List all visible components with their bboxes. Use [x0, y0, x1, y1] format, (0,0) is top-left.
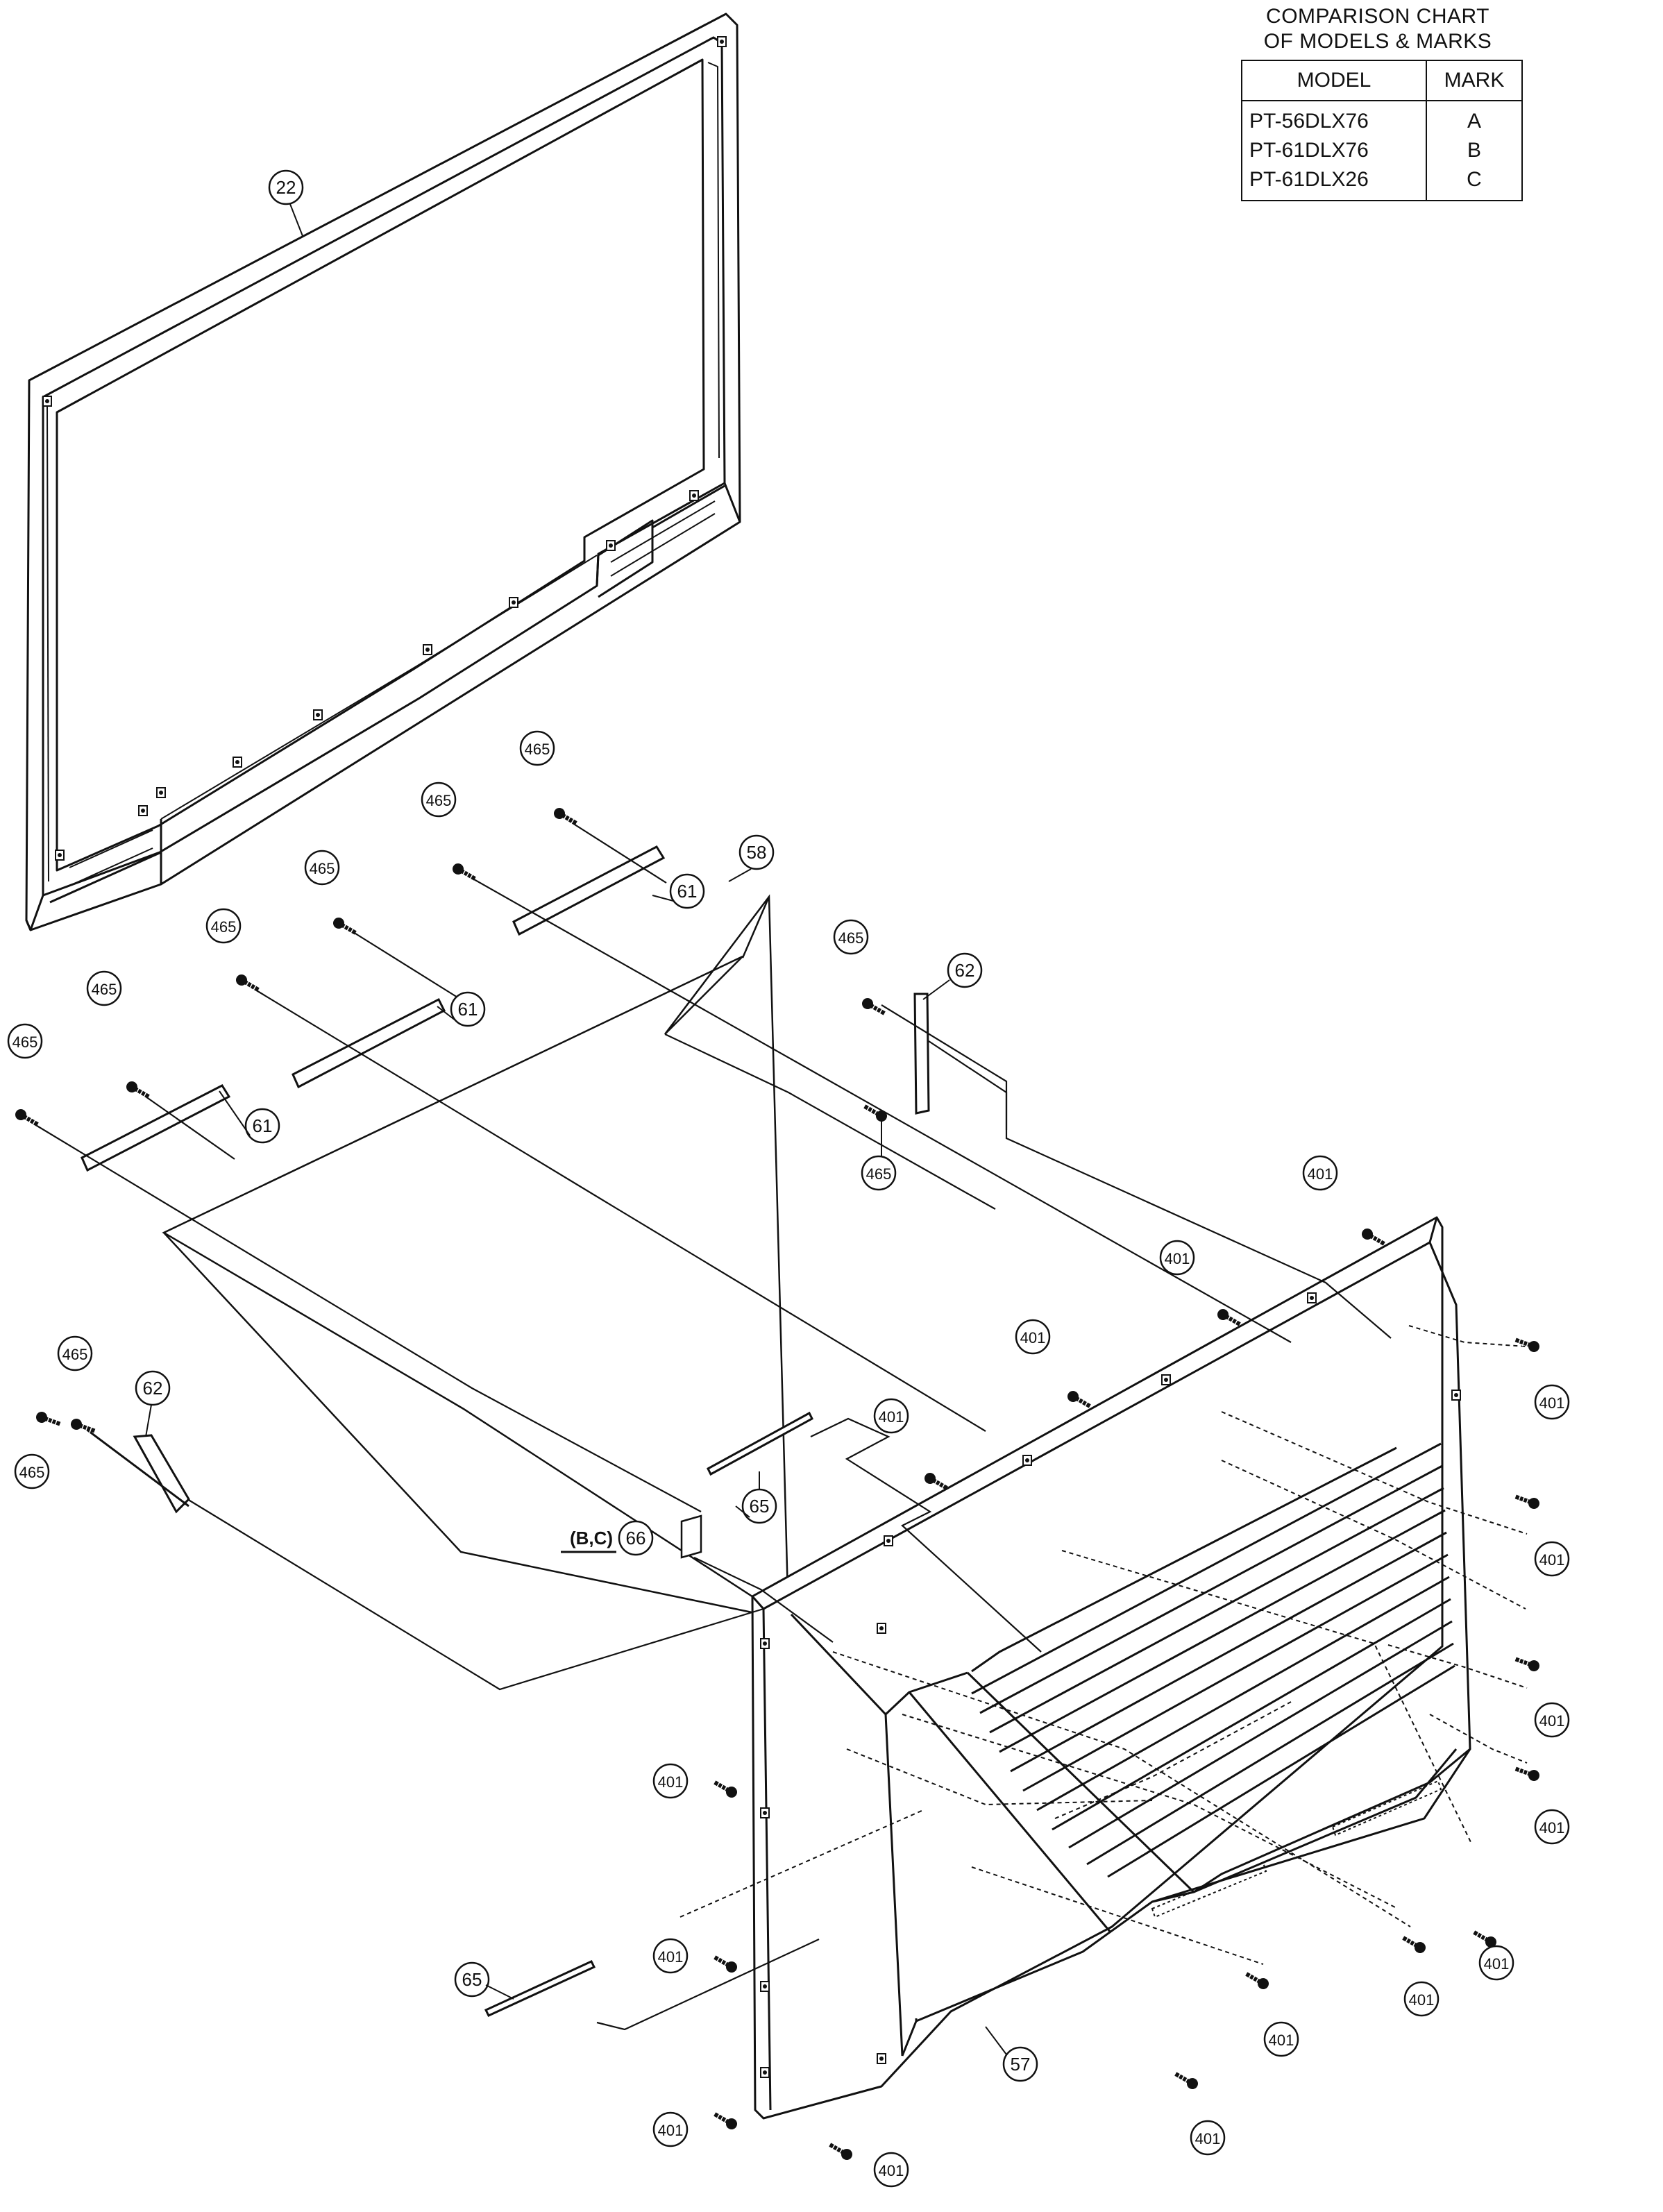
- part-label-65: 65: [750, 1496, 770, 1517]
- comparison-table-body: PT-56DLX76 PT-61DLX76 PT-61DLX26 A B C: [1241, 100, 1523, 201]
- part-label-465: 465: [866, 1165, 892, 1183]
- part-label-401: 401: [1539, 1819, 1565, 1837]
- callout-leaders: [145, 203, 1007, 2055]
- part-label-401: 401: [1539, 1551, 1565, 1569]
- part-label-401: 401: [1308, 1165, 1333, 1183]
- mark-cell: A: [1467, 110, 1481, 133]
- part-label-401: 401: [1195, 2130, 1221, 2147]
- part-label-401: 401: [658, 2122, 684, 2139]
- mark-header: MARK: [1426, 60, 1523, 101]
- model-note: (B,C): [561, 1528, 616, 1553]
- label-66: [680, 1514, 702, 1559]
- part-label-22: 22: [276, 177, 296, 198]
- dashed-fastener-lines: [679, 1325, 1528, 1965]
- cabinet-vents: [1151, 1780, 1442, 1918]
- comparison-table-header: MODEL MARK: [1241, 60, 1523, 101]
- part-label-61: 61: [677, 881, 698, 902]
- part-label-465: 465: [525, 741, 550, 758]
- mark-column: A B C: [1426, 100, 1523, 201]
- comparison-chart-title-line2: OF MODELS & MARKS: [1263, 30, 1492, 53]
- part-label-62: 62: [143, 1378, 163, 1399]
- cabinet-grille: [971, 1442, 1455, 1878]
- comparison-chart-title-line1: COMPARISON CHART: [1266, 5, 1489, 28]
- part-label-401: 401: [1484, 1955, 1510, 1973]
- part-label-465: 465: [310, 860, 335, 877]
- part-label-401: 401: [658, 1948, 684, 1966]
- screen-frame-22: [25, 12, 741, 931]
- part-label-66: 66: [626, 1528, 646, 1548]
- part-label-465: 465: [12, 1033, 38, 1051]
- callouts: [7, 169, 1570, 2188]
- model-header: MODEL: [1241, 60, 1427, 101]
- part-label-465: 465: [19, 1464, 45, 1481]
- part-label-401: 401: [1269, 2032, 1294, 2049]
- part-label-401: 401: [1165, 1250, 1190, 1267]
- part-label-401: 401: [658, 1773, 684, 1791]
- model-cell: PT-56DLX76: [1249, 110, 1369, 133]
- part-label-465: 465: [62, 1346, 88, 1363]
- cabinet-front-57: [751, 1216, 1471, 2120]
- strip-65: [484, 1411, 813, 2017]
- model-note-bc: (B,C): [570, 1528, 613, 1548]
- bracket-61: [81, 845, 666, 1172]
- model-cell: PT-61DLX26: [1249, 168, 1369, 191]
- part-label-465: 465: [426, 792, 452, 809]
- assembly-lines: [20, 814, 1392, 2031]
- part-label-401: 401: [1409, 1991, 1435, 2009]
- mark-cell: B: [1467, 139, 1481, 162]
- part-label-65: 65: [462, 1969, 482, 1990]
- part-label-465: 465: [92, 981, 117, 998]
- part-label-465: 465: [838, 929, 864, 947]
- part-label-58: 58: [747, 842, 767, 863]
- model-column: PT-56DLX76 PT-61DLX76 PT-61DLX26: [1241, 100, 1427, 201]
- comparison-table: MODEL MARK PT-56DLX76 PT-61DLX76 PT-61DL…: [1241, 60, 1523, 201]
- model-cell: PT-61DLX76: [1249, 139, 1369, 162]
- mark-cell: C: [1467, 168, 1482, 191]
- part-label-401: 401: [1539, 1712, 1565, 1730]
- part-label-57: 57: [1011, 2054, 1031, 2075]
- part-label-62: 62: [955, 960, 975, 981]
- part-label-401: 401: [879, 1408, 904, 1426]
- part-label-61: 61: [458, 999, 478, 1020]
- part-label-401: 401: [1020, 1329, 1046, 1346]
- callout-labels: 22 58 61 61 61 62 62 465 465 465 465 465…: [12, 177, 1565, 2179]
- part-label-401: 401: [879, 2162, 904, 2179]
- comparison-chart-title: COMPARISON CHART OF MODELS & MARKS: [1242, 4, 1513, 54]
- part-label-61: 61: [253, 1115, 273, 1136]
- part-label-401: 401: [1539, 1394, 1565, 1412]
- part-label-465: 465: [211, 918, 237, 936]
